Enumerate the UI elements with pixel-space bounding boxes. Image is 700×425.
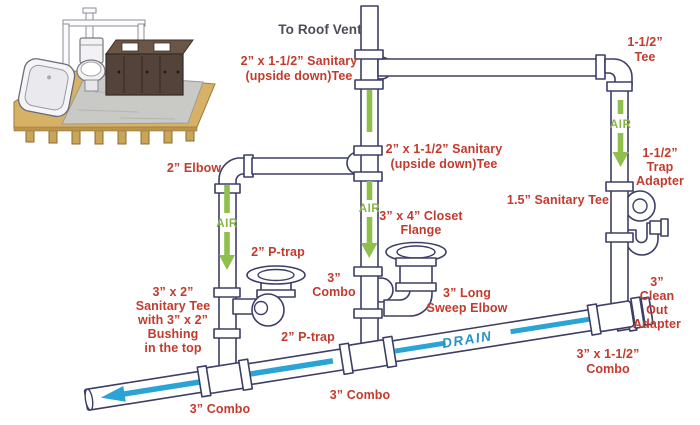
bathtub — [17, 58, 76, 118]
air-arrow-down-icon — [612, 152, 629, 167]
supply-pipes — [62, 7, 146, 67]
label-to-roof-vent: To Roof Vent — [278, 22, 362, 37]
air-arrow-down-icon — [219, 255, 235, 270]
closet-flange — [383, 241, 447, 317]
label-p-trap-lower: 2” P-trap — [281, 330, 335, 344]
drain-fittings — [196, 296, 646, 398]
label-long-sweep-elbow: 3” Long Sweep Elbow — [426, 286, 508, 315]
right-vent-assembly — [605, 81, 669, 313]
left-vent-pipe — [218, 185, 237, 379]
vent-stack-assembly — [346, 5, 633, 359]
label-elbow-2: 2” Elbow — [166, 161, 222, 175]
label-tee-1-1-2: 1-1/2” Tee — [627, 35, 663, 64]
label-p-trap-upper: 2” P-trap — [251, 245, 305, 259]
bathroom-illustration — [13, 7, 216, 145]
air-flow-arrows — [219, 90, 629, 270]
air-arrow-down-icon — [361, 243, 378, 258]
combo-right — [595, 300, 635, 333]
label-combo-3-center: 3” Combo — [312, 271, 356, 299]
vanity-cabinet — [105, 39, 194, 96]
trap-adapter-1-1-2in — [624, 190, 669, 256]
tee-1-1-2in — [604, 58, 633, 86]
label-sanitary-tee-top: 2” x 1-1/2” Sanitary (upside down)Tee — [240, 54, 358, 83]
combo-center — [347, 339, 389, 372]
label-combo-bottom-center: 3” Combo — [329, 388, 391, 402]
left-horizontal-vent — [251, 157, 357, 175]
air-label: AIR — [359, 203, 381, 215]
label-combo-bottom-left: 3” Combo — [189, 402, 251, 416]
top-horizontal-vent — [377, 58, 601, 77]
label-sanitary-tee-1-5: 1.5” Sanitary Tee — [506, 193, 610, 207]
label-combo-3x1-1-2: 3” x 1-1/2” Combo — [576, 347, 640, 376]
label-trap-adapter: 1-1/2” Trap Adapter — [636, 146, 684, 188]
label-sanitary-tee-bushing: 3” x 2” Sanitary Tee with 3” x 2” Bushin… — [135, 285, 211, 355]
label-sanitary-tee-mid: 2” x 1-1/2” Sanitary (upside down)Tee — [385, 142, 503, 171]
label-closet-flange: 3” x 4” Closet Flange — [379, 209, 463, 237]
air-bar-top — [366, 90, 373, 132]
air-label: AIR — [216, 218, 238, 230]
toilet — [76, 37, 106, 92]
air-label: AIR — [610, 119, 632, 131]
label-clean-out-adapter: 3” Clean Out Adapter — [633, 275, 681, 331]
tub-p-trap — [232, 265, 306, 327]
